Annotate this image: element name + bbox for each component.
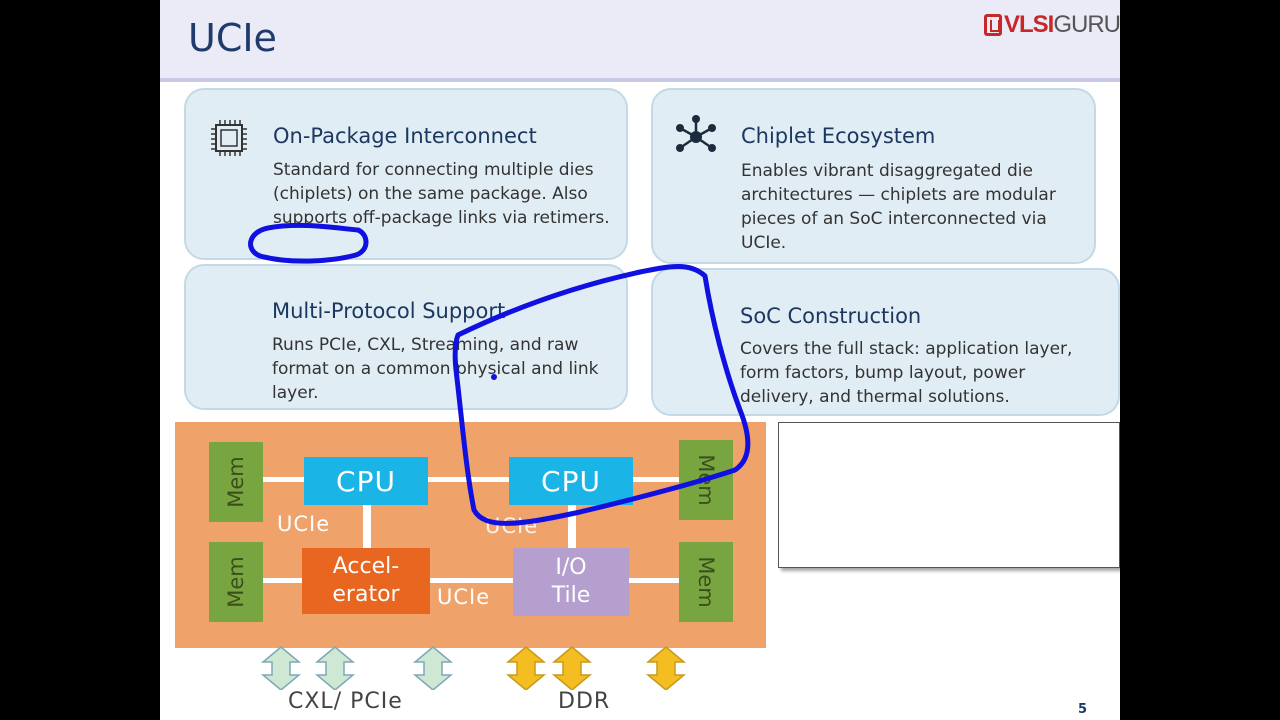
mem-label: Mem bbox=[224, 556, 248, 608]
mem-label: Mem bbox=[694, 454, 718, 506]
mem-block-top-left: Mem bbox=[209, 442, 263, 522]
io-label-1: I/O bbox=[555, 555, 587, 580]
accel-label-2: erator bbox=[332, 582, 400, 607]
mem-label: Mem bbox=[224, 456, 248, 508]
card-title: Multi-Protocol Support bbox=[272, 299, 506, 323]
cpu-block-left: CPU bbox=[304, 457, 428, 505]
mem-block-top-right: Mem bbox=[679, 440, 733, 520]
card-title: Chiplet Ecosystem bbox=[741, 124, 936, 148]
ucie-label-left: UCIe bbox=[277, 512, 331, 536]
chiplet-package-diagram: Mem Mem Mem Mem CPU CPU Accel- erator I/… bbox=[175, 422, 766, 648]
network-icon bbox=[676, 115, 716, 152]
mem-block-bottom-left: Mem bbox=[209, 542, 263, 622]
ddr-arrows bbox=[507, 646, 685, 690]
io-label-2: Tile bbox=[551, 583, 591, 608]
cxl-pcie-label: CXL/ PCIe bbox=[288, 689, 403, 714]
card-soc-construction: SoC Construction Covers the full stack: … bbox=[651, 268, 1120, 416]
card-multi-protocol-support: Multi-Protocol Support Runs PCIe, CXL, S… bbox=[184, 264, 628, 410]
ddr-label: DDR bbox=[558, 689, 611, 714]
chip-icon bbox=[211, 120, 247, 156]
io-tile-block: I/O Tile bbox=[513, 548, 629, 616]
mem-block-bottom-right: Mem bbox=[679, 542, 733, 622]
ucie-label-bottom: UCIe bbox=[437, 585, 491, 609]
card-body: Covers the full stack: application layer… bbox=[740, 339, 1073, 407]
mem-label: Mem bbox=[694, 556, 718, 608]
wire-cpu-accel bbox=[363, 502, 371, 552]
card-chiplet-ecosystem: Chiplet Ecosystem Enables vibrant disagg… bbox=[651, 88, 1096, 264]
cpu-block-right: CPU bbox=[509, 457, 633, 505]
card-title: SoC Construction bbox=[740, 304, 922, 328]
card-title: On-Package Interconnect bbox=[273, 124, 537, 148]
accelerator-block: Accel- erator bbox=[302, 548, 430, 614]
ucie-label-right: UCIe bbox=[485, 514, 539, 538]
cxl-pcie-arrows bbox=[262, 646, 452, 690]
card-body: Standard for connecting multiple dies (c… bbox=[273, 160, 610, 228]
interface-arrows bbox=[262, 646, 685, 690]
accel-label-1: Accel- bbox=[332, 554, 400, 579]
card-on-package-interconnect: On-Package Interconnect Standard for con… bbox=[184, 88, 628, 260]
logo-text-vlsi: VLSI bbox=[1004, 11, 1054, 38]
card-body: Runs PCIe, CXL, Streaming, and raw forma… bbox=[272, 335, 599, 403]
logo-mark-icon bbox=[984, 14, 1002, 36]
wire-cpu-io bbox=[568, 502, 576, 552]
logo-text-guru: GURU bbox=[1053, 11, 1120, 38]
slide-title: UCIe bbox=[188, 16, 277, 60]
page-number: 5 bbox=[1078, 702, 1088, 717]
wire-bottom bbox=[260, 578, 680, 583]
card-body: Enables vibrant disaggregated die archit… bbox=[741, 161, 1056, 253]
empty-placeholder-box bbox=[778, 422, 1120, 568]
